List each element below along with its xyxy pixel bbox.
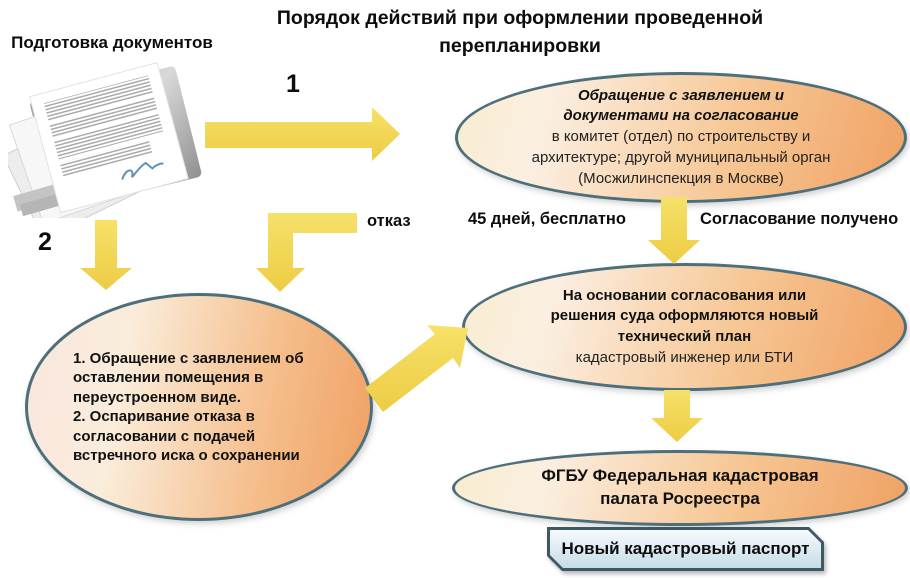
node-cadastre-ellipse: ФГБУ Федеральная кадастровая палата Роср…: [452, 450, 908, 526]
court-item-2: 2. Оспаривание отказа в согласовании с п…: [73, 408, 300, 464]
arrow-court-to-techplan: [365, 325, 468, 412]
court-items: 1. Обращение с заявлением об оставлении …: [73, 349, 325, 466]
techplan-heading: На основании согласования или решения су…: [550, 286, 819, 345]
techplan-body: кадастровый инженер или БТИ: [575, 348, 794, 366]
node-application-ellipse: Обращение с заявлением и документами на …: [455, 72, 907, 203]
arrow-docs-to-court: [80, 220, 132, 290]
page-title: Порядок действий при оформлении проведен…: [276, 7, 764, 58]
arrow-docs-to-application: [205, 107, 400, 161]
arrow-application-to-techplan: [648, 197, 700, 264]
approved-label: Согласование получено: [700, 210, 899, 228]
node-passport-box: Новый кадастровый паспорт: [547, 527, 824, 571]
document-stack-icon: [8, 60, 208, 218]
cadastre-label: ФГБУ Федеральная кадастровая палата Роср…: [541, 466, 819, 508]
step-2-number: 2: [38, 228, 52, 256]
application-heading: Обращение с заявлением и документами на …: [563, 86, 799, 125]
node-court-ellipse: 1. Обращение с заявлением об оставлении …: [25, 293, 373, 521]
signature-stroke: [121, 161, 164, 180]
duration-label: 45 дней, бесплатно: [468, 210, 626, 228]
arrow-refusal-elbow: [256, 213, 357, 292]
refusal-label: отказ: [367, 212, 411, 230]
step-1-number: 1: [286, 70, 300, 98]
arrow-techplan-to-cadastre: [651, 390, 703, 442]
court-item-1: 1. Обращение с заявлением об оставлении …: [73, 349, 304, 406]
passport-label: Новый кадастровый паспорт: [550, 530, 821, 568]
application-body: в комитет (отдел) по строительству и арх…: [531, 128, 831, 187]
prepare-documents-label: Подготовка документов: [11, 33, 213, 52]
node-techplan-ellipse: На основании согласования или решения су…: [462, 263, 907, 391]
